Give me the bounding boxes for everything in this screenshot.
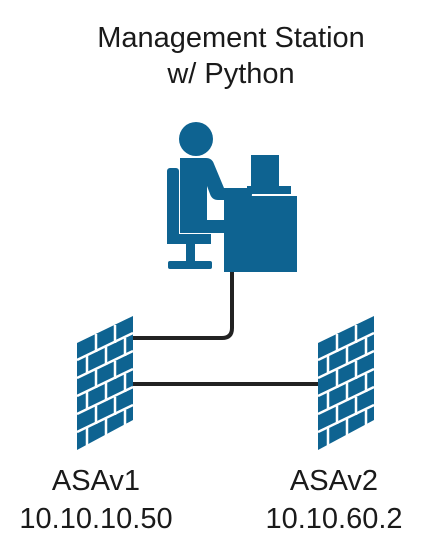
diagram-title-line-2: w/ Python	[167, 58, 295, 90]
management-workstation-icon	[167, 122, 297, 272]
diagram-title-line-1: Management Station	[97, 22, 365, 54]
asav2-firewall-icon	[317, 316, 375, 450]
station-to-asav1-link	[132, 270, 234, 340]
asav2-name-label: ASAv2	[289, 465, 379, 497]
asav1-firewall-icon	[76, 316, 134, 450]
asav1-ip-label: 10.10.10.50	[19, 503, 173, 535]
asav1-name-label: ASAv1	[51, 465, 141, 497]
asav2-ip-label: 10.10.60.2	[265, 503, 403, 535]
